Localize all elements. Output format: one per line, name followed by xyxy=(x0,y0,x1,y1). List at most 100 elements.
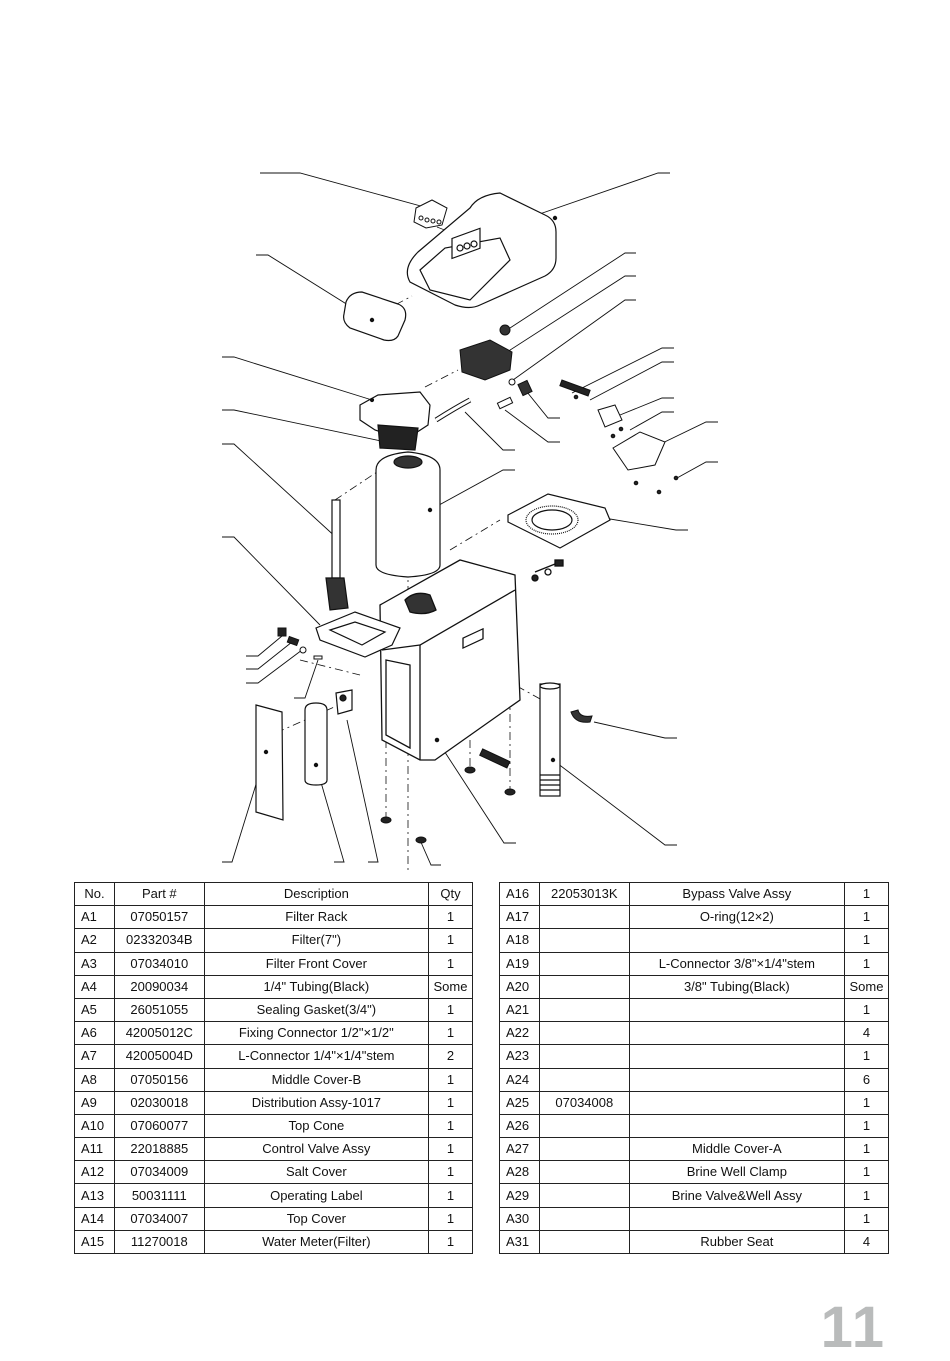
cell-no: A4 xyxy=(74,974,115,999)
cell-description xyxy=(628,1044,846,1069)
cell-no: A17 xyxy=(499,905,540,930)
cell-description: O-ring(12×2) xyxy=(628,905,846,930)
leader-bypass-connector xyxy=(509,252,636,329)
leader-a7 xyxy=(294,659,319,699)
cell-part-number: 42005004D xyxy=(113,1044,205,1069)
cell-description xyxy=(628,1113,846,1139)
leader-a22 xyxy=(589,361,674,401)
cell-part-number xyxy=(538,928,630,953)
cell-description: Bypass Valve Assy xyxy=(628,881,846,907)
cell-description: Rubber Seat xyxy=(628,1229,846,1255)
cell-no: A5 xyxy=(74,997,115,1023)
leader-connector-2 xyxy=(504,409,560,443)
cell-qty: 1 xyxy=(844,1137,889,1162)
cell-no: A19 xyxy=(499,951,540,976)
header-qty: Qty xyxy=(428,881,473,907)
leader-cabinet xyxy=(436,739,516,844)
leader-distribution xyxy=(222,443,340,541)
cell-no: A23 xyxy=(499,1044,540,1069)
cell-qty: 1 xyxy=(844,1183,889,1208)
cell-qty: 1 xyxy=(428,997,473,1023)
cell-qty: 1 xyxy=(428,1206,473,1231)
cell-description: 1/4" Tubing(Black) xyxy=(203,974,430,999)
cell-description: Operating Label xyxy=(203,1183,430,1208)
cell-description: Middle Cover-B xyxy=(203,1067,430,1092)
cell-part-number: 07050156 xyxy=(113,1067,205,1092)
cell-description: Brine Well Clamp xyxy=(628,1160,846,1185)
cell-qty: 1 xyxy=(428,928,473,953)
cell-no: A8 xyxy=(74,1067,115,1092)
cell-no: A3 xyxy=(74,951,115,976)
cell-part-number: 20090034 xyxy=(113,974,205,999)
cell-part-number xyxy=(538,1044,630,1069)
cell-description: L-Connector 3/8"×1/4"stem xyxy=(628,951,846,976)
cell-no: A15 xyxy=(74,1229,115,1255)
leader-top-cover xyxy=(527,172,670,219)
cell-part-number xyxy=(538,1113,630,1139)
cell-description: Fixing Connector 1/2"×1/2" xyxy=(203,1021,430,1046)
cell-qty: Some xyxy=(844,974,889,999)
cell-no: A18 xyxy=(499,928,540,953)
cell-part-number: 22053013K xyxy=(538,881,630,907)
cell-description: Control Valve Assy xyxy=(203,1137,430,1162)
leader-bypass-valve xyxy=(489,275,636,364)
cell-part-number: 26051055 xyxy=(113,997,205,1023)
cell-no: A16 xyxy=(499,881,540,907)
leader-a21 xyxy=(571,347,674,394)
cell-part-number xyxy=(538,974,630,999)
distribution-tube xyxy=(325,499,349,611)
cell-part-number xyxy=(538,1206,630,1231)
bypass-valve xyxy=(459,324,533,410)
cell-qty: 1 xyxy=(844,1206,889,1231)
cell-qty: 1 xyxy=(428,1183,473,1208)
cell-qty: 1 xyxy=(428,1113,473,1139)
cell-no: A31 xyxy=(499,1229,540,1255)
brine-well xyxy=(539,682,561,797)
cell-description xyxy=(628,1067,846,1092)
cell-description: Salt Cover xyxy=(203,1160,430,1185)
leader-a24 xyxy=(629,411,674,431)
cell-qty: 1 xyxy=(428,1090,473,1115)
cell-qty: 1 xyxy=(428,1067,473,1092)
cell-qty: 1 xyxy=(428,1229,473,1255)
cell-qty: Some xyxy=(428,974,473,999)
cell-part-number xyxy=(538,951,630,976)
filter-rack xyxy=(335,689,353,715)
filter xyxy=(304,702,328,786)
leader-lines xyxy=(222,172,718,866)
cell-qty: 1 xyxy=(428,1160,473,1185)
cell-description: Brine Valve&Well Assy xyxy=(628,1183,846,1208)
operating-label xyxy=(413,199,448,229)
cell-description xyxy=(628,1090,846,1115)
cell-description: Top Cone xyxy=(203,1113,430,1139)
cell-qty: 4 xyxy=(844,1021,889,1046)
leader-operating-label xyxy=(260,172,429,209)
exploded-diagram xyxy=(222,172,718,870)
cell-part-number xyxy=(538,1137,630,1162)
cell-part-number: 02030018 xyxy=(113,1090,205,1115)
page-number: 11 xyxy=(820,1295,886,1360)
cell-description: Middle Cover-A xyxy=(628,1137,846,1162)
cell-description: Water Meter(Filter) xyxy=(203,1229,430,1255)
cell-no: A14 xyxy=(74,1206,115,1231)
rubber-seats xyxy=(380,748,516,844)
cell-description: Filter(7") xyxy=(203,928,430,953)
leader-oring xyxy=(512,299,636,381)
cell-description: Top Cover xyxy=(203,1206,430,1231)
cell-no: A9 xyxy=(74,1090,115,1115)
